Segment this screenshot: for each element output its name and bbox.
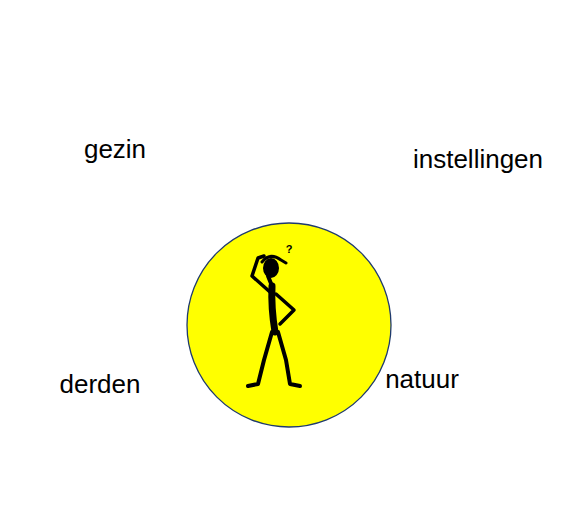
- circle-node: gezin: [35, 15, 285, 265]
- circle-label: natuur: [385, 365, 459, 395]
- circle-outline: [35, 15, 285, 265]
- question-mark: ?: [286, 244, 293, 255]
- circle-label: derden: [60, 370, 141, 400]
- circle-label: gezin: [84, 135, 146, 165]
- circle-node: instellingen: [310, 12, 576, 278]
- circle-label: instellingen: [413, 145, 543, 175]
- circle-shape: [36, 16, 285, 265]
- circle-node: natuur: [287, 249, 553, 515]
- circle-shape: [311, 13, 576, 278]
- circle-shape: [288, 250, 553, 515]
- stick-man: [248, 256, 300, 386]
- circle-shape: [11, 247, 274, 510]
- circle-node: derden: [10, 246, 274, 510]
- circle-outline: [10, 246, 274, 510]
- center-circle: [187, 223, 391, 427]
